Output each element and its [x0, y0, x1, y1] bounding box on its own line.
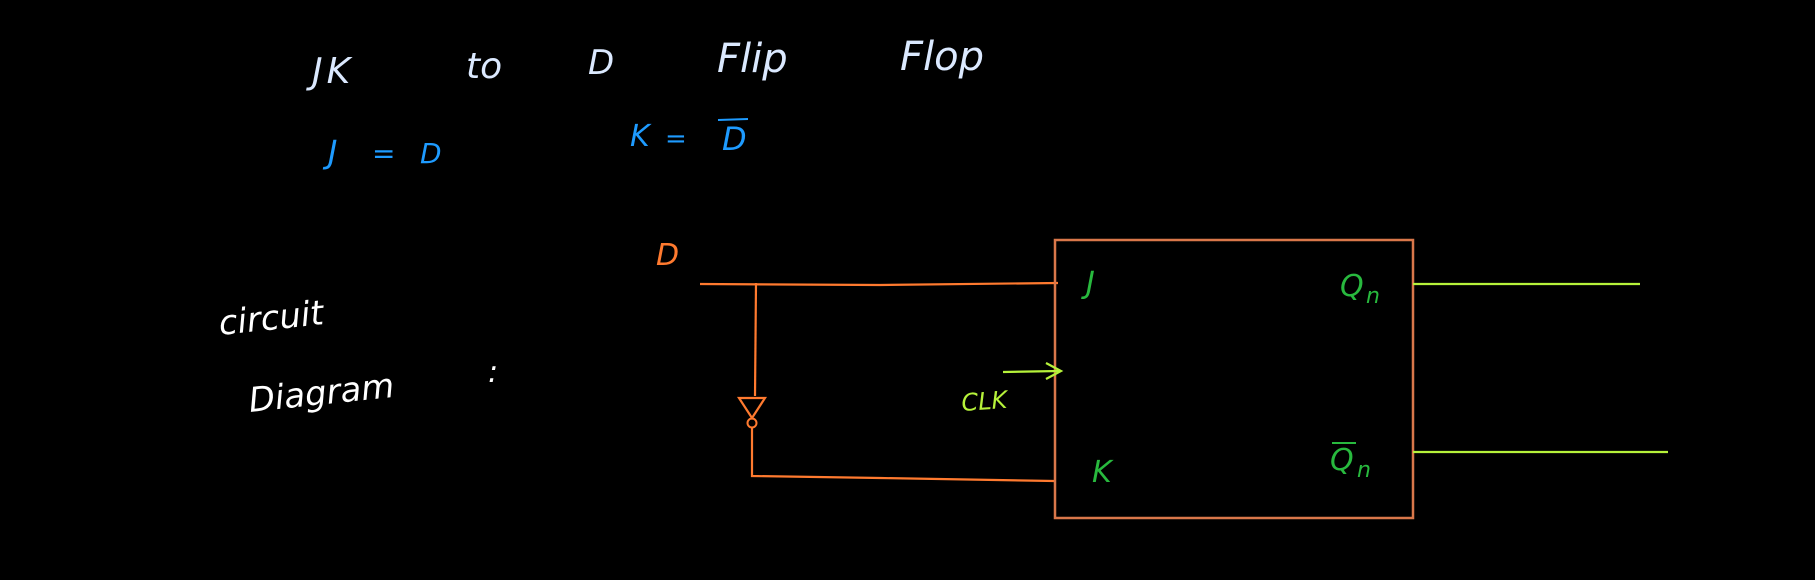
equation-j-left: J [322, 133, 337, 171]
equation-k: K = D [630, 118, 749, 158]
side-label-colon: : [488, 355, 498, 390]
equation-k-right: D [722, 120, 747, 158]
input-d-label: D [656, 238, 679, 273]
title-word-jk: JK [306, 51, 354, 92]
title-word-d: D [588, 43, 614, 83]
clock-label: CLK [960, 386, 1010, 417]
branch-wire-down [753, 282, 758, 397]
side-label: circuit Diagram : [217, 293, 498, 421]
clock-arrow [1002, 362, 1064, 380]
pin-qbar-letter: Q [1330, 443, 1354, 478]
pin-q-subscript: n [1366, 284, 1380, 309]
equation-k-left: K [630, 119, 652, 154]
pin-k-label: K [1092, 455, 1114, 490]
title-word-to: to [466, 46, 502, 87]
jk-flipflop-box [1053, 238, 1415, 520]
clock-arrow-shaft [1002, 369, 1061, 374]
equation-j-equals: = [372, 137, 395, 170]
clock-arrow-head [1045, 362, 1064, 380]
equation-k-overbar [717, 118, 749, 121]
page-title: JK to D Flip Flop [306, 34, 984, 92]
input-wire-to-j [699, 281, 1059, 287]
pin-qbar-label: Q n [1330, 442, 1371, 483]
equation-j-right: D [420, 137, 442, 170]
side-label-diagram: Diagram [247, 366, 396, 421]
pin-qbar-subscript: n [1357, 458, 1371, 483]
pin-j-label: J [1081, 266, 1095, 301]
inverter-wire-to-k [750, 428, 1055, 483]
equation-j: J = D [322, 133, 442, 171]
inverter-bubble [746, 417, 758, 429]
inverter-triangle [736, 396, 768, 421]
side-label-circuit: circuit [217, 293, 327, 344]
title-word-flip: Flip [717, 36, 788, 82]
pin-q-letter: Q [1340, 269, 1364, 304]
pin-q-label: Q n [1340, 269, 1380, 309]
equation-k-equals: = [665, 124, 687, 154]
title-word-flop: Flop [900, 34, 984, 80]
